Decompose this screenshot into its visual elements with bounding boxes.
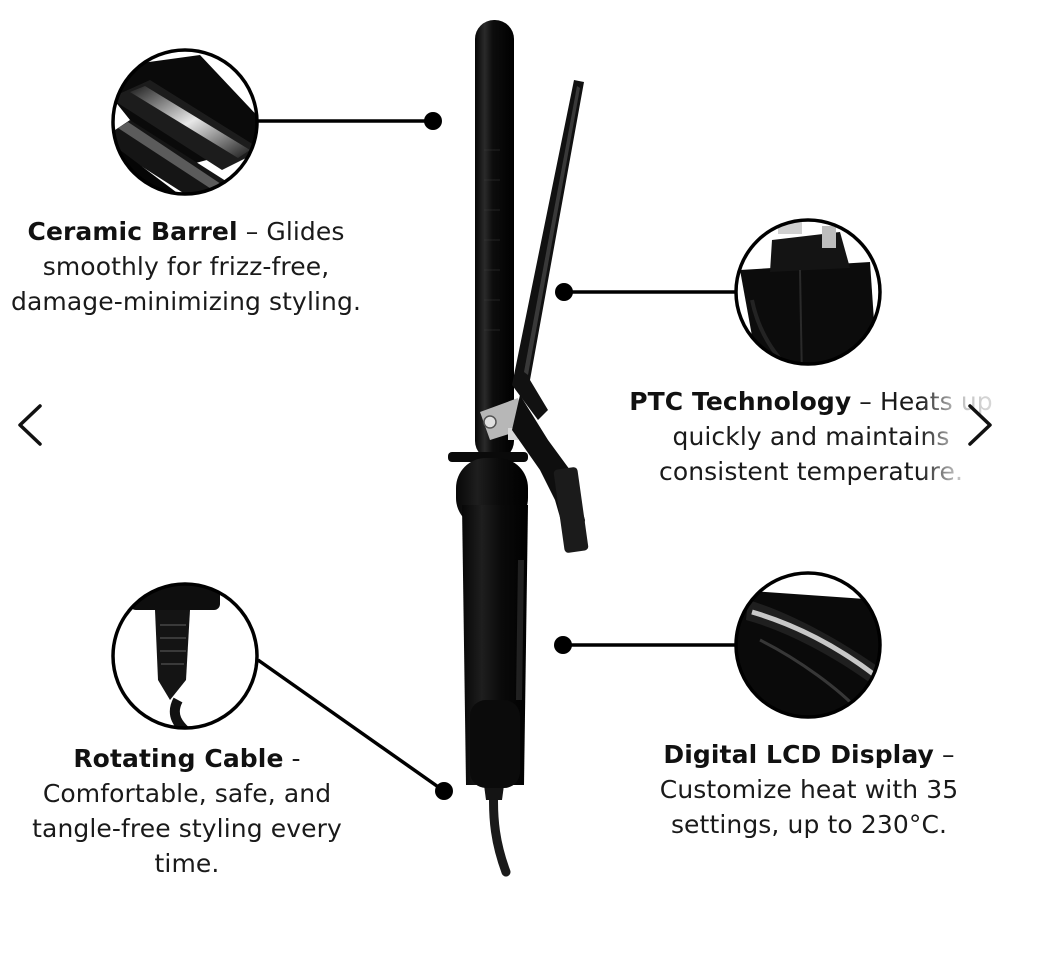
ptc-technology-separator: – [851, 387, 880, 416]
lcd-display-title: Digital LCD Display [663, 740, 934, 769]
carousel-next-button[interactable] [962, 398, 998, 452]
ptc-callout-dot [555, 283, 573, 301]
lcd-display-separator: – [933, 740, 955, 769]
rotating-cable-zoom [111, 582, 259, 730]
ceramic-barrel-line2: smoothly for frizz-free, [42, 252, 330, 281]
ceramic-barrel-line3: damage-minimizing styling. [10, 287, 362, 316]
rotating-cable-title: Rotating Cable [73, 744, 284, 773]
carousel-prev-button[interactable] [12, 398, 48, 452]
rotating-cable-line2: tangle-free styling every [32, 814, 342, 843]
ceramic-barrel-separator: – [237, 217, 267, 246]
lcd-display-caption: Digital LCD Display – Customize heat wit… [644, 737, 974, 842]
chevron-left-icon [18, 404, 42, 446]
rotating-cable-line3: time. [154, 849, 220, 878]
ptc-technology-zoom [734, 218, 882, 366]
ptc-technology-line3: consistent temperature. [658, 457, 964, 486]
ptc-technology-caption: PTC Technology – Heats up quickly and ma… [626, 384, 996, 489]
curling-iron [448, 20, 589, 877]
rotating-cable-separator: - [283, 744, 301, 773]
ceramic-callout-dot [424, 112, 442, 130]
rotating-cable-caption: Rotating Cable - Comfortable, safe, and … [16, 741, 358, 881]
rotating-callout-dot [435, 782, 453, 800]
lcd-display-line2: settings, up to 230°C. [670, 810, 948, 839]
ceramic-barrel-line1: Glides [266, 217, 345, 246]
lcd-callout-dot [554, 636, 572, 654]
lcd-display-zoom [734, 571, 882, 719]
rotating-cable-line1: Comfortable, safe, and [42, 779, 332, 808]
ceramic-barrel-caption: Ceramic Barrel – Glides smoothly for fri… [0, 214, 372, 319]
rotating-connector-line [256, 658, 446, 793]
callout-connectors [256, 119, 736, 793]
ceramic-barrel-zoom [111, 48, 259, 196]
ptc-technology-title: PTC Technology [629, 387, 852, 416]
lcd-display-line1: Customize heat with 35 [659, 775, 959, 804]
ceramic-barrel-title: Ceramic Barrel [27, 217, 238, 246]
ptc-technology-line2: quickly and maintains [672, 422, 950, 451]
chevron-right-icon [968, 404, 992, 446]
